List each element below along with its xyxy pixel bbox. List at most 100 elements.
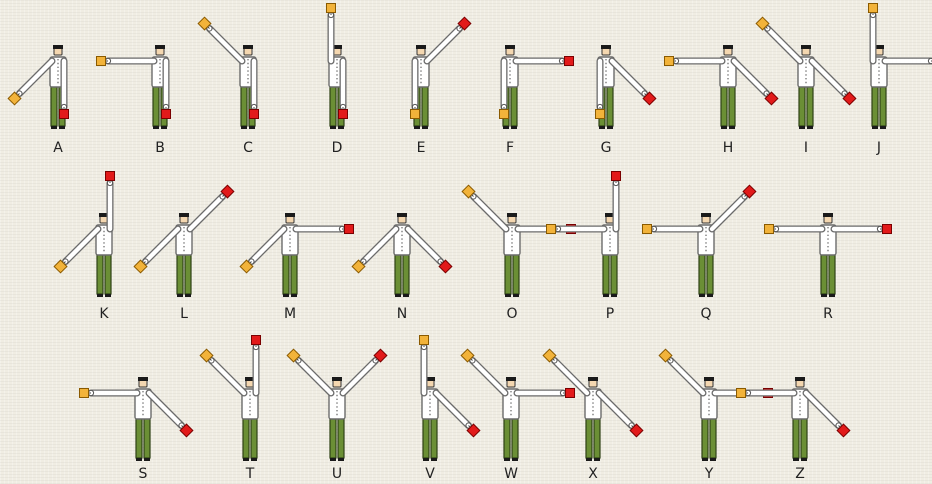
semaphore-figure-x	[543, 349, 643, 461]
red-flag-icon	[467, 424, 480, 437]
sleeve	[343, 360, 376, 393]
yellow-flag-icon	[869, 4, 878, 16]
sleeve	[251, 229, 284, 262]
right-arm	[500, 61, 509, 119]
hair	[397, 213, 407, 217]
trouser-leg-right	[594, 418, 600, 458]
trouser-leg-right	[710, 418, 716, 458]
foot-left	[799, 126, 805, 129]
trouser-leg-right	[829, 254, 835, 294]
red-flag-icon	[563, 389, 575, 398]
foot-right	[249, 126, 255, 129]
flag-cloth	[869, 4, 878, 13]
sleeve	[734, 61, 767, 94]
right-arm	[765, 225, 823, 234]
right-arm	[737, 389, 795, 398]
hair	[704, 377, 714, 381]
sleeve	[65, 229, 98, 262]
foot-left	[872, 126, 878, 129]
semaphore-figure-u	[287, 349, 387, 461]
foot-right	[511, 126, 517, 129]
foot-left	[702, 458, 708, 461]
letter-label-g: G	[601, 140, 612, 156]
left-arm	[339, 61, 348, 119]
left-arm	[712, 185, 756, 229]
letter-label-y: Y	[704, 466, 714, 482]
sleeve	[670, 360, 703, 393]
yellow-flag-icon	[420, 336, 429, 348]
flag-cloth	[162, 110, 171, 119]
semaphore-figure-f	[500, 45, 574, 129]
letter-label-u: U	[332, 466, 342, 482]
letter-label-r: R	[823, 306, 833, 322]
trouser-leg-right	[611, 254, 617, 294]
right-arm	[461, 349, 505, 393]
hair	[416, 45, 426, 49]
left-arm	[612, 61, 656, 105]
trouser-leg-right	[403, 254, 409, 294]
semaphore-figure-i	[756, 17, 856, 129]
left-arm	[427, 17, 471, 61]
trouser-leg-left	[243, 418, 249, 458]
semaphore-figure-q	[643, 185, 756, 297]
trouser-leg-left	[793, 418, 799, 458]
left-arm	[60, 61, 69, 119]
red-flag-icon	[880, 225, 892, 234]
hair	[285, 213, 295, 217]
flag-cloth	[643, 225, 652, 234]
foot-right	[729, 126, 735, 129]
red-flag-icon	[252, 336, 261, 348]
semaphore-figure-p	[547, 172, 621, 298]
trouser-leg-left	[177, 254, 183, 294]
semaphore-figure-o	[462, 185, 575, 297]
sleeve	[712, 196, 745, 229]
hair	[701, 213, 711, 217]
hair	[505, 45, 515, 49]
hair	[179, 213, 189, 217]
hair	[588, 377, 598, 381]
trouser-leg-right	[291, 254, 297, 294]
hair	[823, 213, 833, 217]
sleeve	[190, 196, 223, 229]
left-arm	[612, 172, 621, 230]
letter-label-t: T	[245, 466, 255, 482]
right-arm	[287, 349, 331, 393]
yellow-flag-icon	[643, 225, 655, 234]
trouser-leg-left	[603, 254, 609, 294]
yellow-flag-icon	[352, 260, 365, 273]
trouser-leg-left	[136, 418, 142, 458]
foot-left	[599, 126, 605, 129]
yellow-flag-icon	[327, 4, 336, 16]
left-arm	[517, 389, 575, 398]
letter-label-s: S	[139, 466, 148, 482]
red-flag-icon	[180, 424, 193, 437]
red-flag-icon	[612, 172, 621, 184]
semaphore-figure-t	[200, 336, 260, 462]
foot-left	[177, 294, 183, 297]
sleeve	[211, 360, 244, 393]
red-flag-icon	[837, 424, 850, 437]
right-arm	[411, 61, 420, 119]
right-arm	[240, 229, 284, 273]
red-flag-icon	[342, 225, 354, 234]
flag-cloth	[250, 110, 259, 119]
foot-right	[611, 294, 617, 297]
left-arm	[436, 393, 480, 437]
trouser-leg-right	[512, 418, 518, 458]
semaphore-figure-e	[411, 17, 471, 129]
right-arm	[543, 349, 587, 393]
right-arm	[547, 225, 605, 234]
yellow-flag-icon	[80, 389, 92, 398]
yellow-flag-icon	[8, 92, 21, 105]
sleeve	[767, 28, 800, 61]
red-flag-icon	[106, 172, 115, 184]
trouser-leg-left	[699, 254, 705, 294]
flag-cloth	[547, 225, 556, 234]
sleeve	[812, 61, 845, 94]
trouser-leg-left	[51, 86, 57, 126]
yellow-flag-icon	[200, 349, 213, 362]
flag-cloth	[500, 110, 509, 119]
foot-right	[513, 294, 519, 297]
trouser-leg-left	[821, 254, 827, 294]
red-flag-icon	[630, 424, 643, 437]
